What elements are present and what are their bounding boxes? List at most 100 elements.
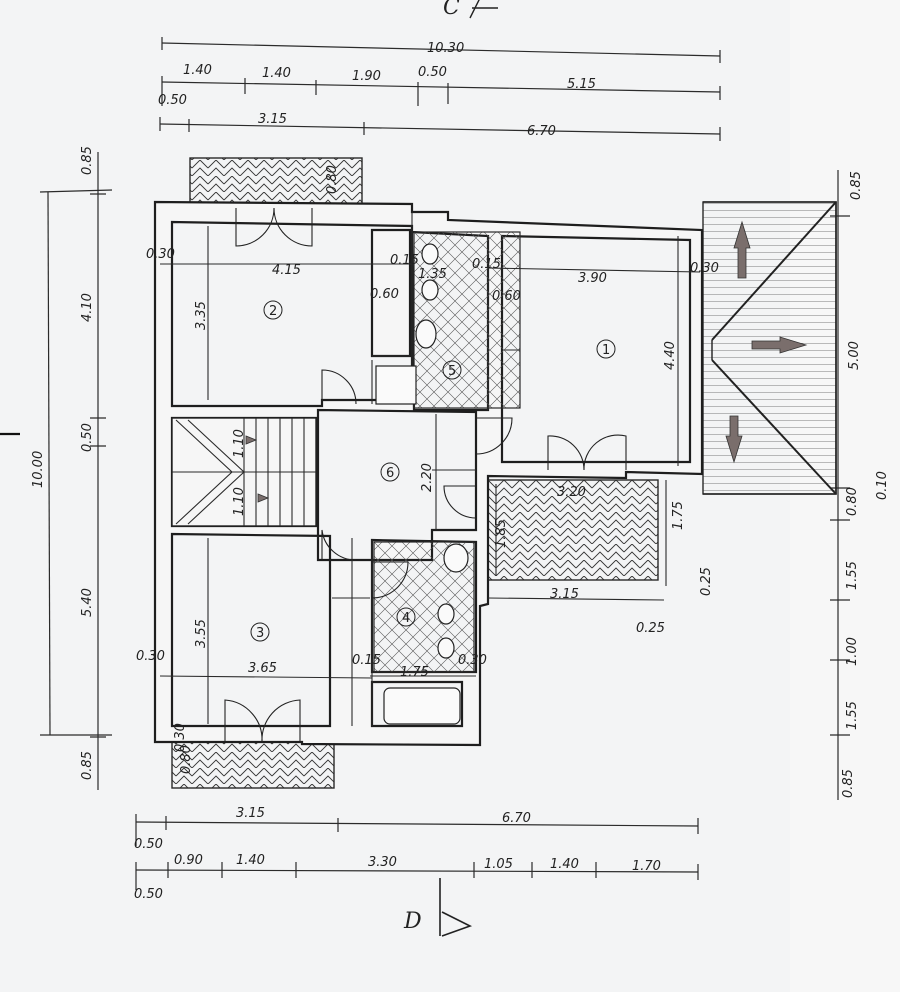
sink-4	[443, 543, 469, 573]
door-room-2	[235, 207, 313, 247]
dim-bottom-row2-2: 3.30	[368, 855, 397, 870]
dim-bottom-row1-0: 3.15	[236, 806, 265, 821]
dim-top-row2-4: 5.15	[567, 77, 596, 92]
dim-hall-width: 2.20	[420, 463, 435, 492]
top-dimension-lines: 10.30 1.40 1.40 1.90 0.50 5.15 0.50 3.15…	[158, 37, 721, 141]
door-room-3-hall	[321, 529, 357, 561]
dim-bath-5-niche-right: 0.60	[492, 289, 521, 304]
left-dimension-lines: 10.00 0.85 4.10 0.50 5.40 0.85	[0, 146, 113, 790]
svg-text:5: 5	[448, 364, 456, 379]
dim-right-part-4: 1.55	[845, 561, 860, 590]
paper-edge	[790, 0, 900, 992]
door-room-2-hall	[321, 369, 357, 405]
room-marker-2: 2	[263, 300, 283, 320]
bidet-5	[421, 279, 439, 301]
dim-right-part-0: 0.85	[849, 171, 864, 200]
room-markers: 1 2 3 4 5 6	[250, 300, 616, 642]
dim-balcony-right-outer: 3.15	[550, 587, 579, 602]
dim-left-part-1: 4.10	[80, 293, 95, 322]
dim-balcony-right-inner-height: 1.75	[671, 501, 686, 530]
dim-bottom-row2-1: 1.40	[236, 853, 265, 868]
section-label-d: D	[403, 909, 422, 934]
svg-text:4: 4	[402, 611, 410, 626]
balcony-top	[189, 157, 363, 209]
wc-5	[421, 243, 439, 265]
dim-right-part-1: 5.00	[847, 341, 862, 370]
door-bath-5	[475, 417, 513, 455]
dim-room-2-width: 4.15	[272, 263, 301, 278]
dim-top-row2-2: 1.90	[352, 69, 381, 84]
dim-top-row2-1: 1.40	[262, 66, 291, 81]
dim-room-3-height: 3.55	[194, 619, 209, 648]
dim-room-1-width: 3.90	[578, 271, 607, 286]
dim-balcony-right-side-offset: 0.25	[699, 567, 714, 596]
section-marker-c: C	[443, 0, 498, 20]
svg-text:3: 3	[256, 626, 264, 641]
dim-balcony-top-depth: 0.80	[325, 165, 340, 194]
dim-left-part-0: 0.85	[80, 146, 95, 175]
dim-bottom-row2-3: 1.05	[484, 857, 513, 872]
room-marker-1: 1	[596, 339, 616, 359]
shower-tray	[375, 365, 417, 405]
dim-top-row2-3: 0.50	[418, 65, 447, 80]
dim-balcony-right-height: 1.85	[494, 519, 509, 548]
dim-bottom-offset2: 0.50	[134, 887, 163, 902]
sink-5	[415, 319, 437, 349]
dim-room-1-wall: 0.30	[690, 261, 719, 276]
dim-balcony-right-offset: 0.25	[636, 621, 665, 636]
room-marker-3: 3	[250, 622, 270, 642]
svg-text:2: 2	[269, 304, 277, 319]
roof-arrow-right-icon	[751, 336, 808, 354]
dim-balcony-right-width: 3.20	[557, 485, 586, 500]
roof-arrow-down-icon	[725, 415, 743, 464]
dim-right-part-5: 1.00	[845, 637, 860, 666]
dim-room-3-wall: 0.30	[136, 649, 165, 664]
dim-left-part-4: 0.85	[80, 751, 95, 780]
balcony-bottom	[171, 737, 335, 789]
dim-left-part-2: 0.50	[80, 423, 95, 452]
dim-bath-5-wall-right: 0.15	[472, 257, 501, 272]
staircase: 1.10 1.10	[171, 417, 317, 527]
door-balcony	[443, 485, 477, 519]
door-room-3	[224, 699, 301, 743]
dim-right-part-7: 0.85	[841, 769, 856, 798]
roof-arrow-up-icon	[733, 220, 751, 279]
room-marker-5: 5	[442, 360, 462, 380]
dim-bath-5-width: 1.35	[418, 267, 447, 282]
dim-left-overall: 10.00	[31, 451, 46, 488]
door-bath-4	[371, 561, 409, 599]
dim-stair-lower: 1.10	[232, 487, 247, 516]
dim-balcony-bottom-depth: 0.80	[179, 745, 194, 774]
dim-right-part-3: 0.80	[845, 487, 860, 516]
svg-text:6: 6	[386, 466, 394, 481]
dim-bath-4-wall: 0.30	[458, 653, 487, 668]
doors	[224, 207, 627, 743]
dim-stair-upper: 1.10	[232, 429, 247, 458]
sanitary-fixtures	[375, 243, 469, 725]
paper-sheet	[0, 0, 790, 992]
dim-top-row2-0: 1.40	[183, 63, 212, 78]
dim-bottom-row1-1: 6.70	[502, 811, 531, 826]
dim-bottom-row2-5: 1.70	[632, 859, 661, 874]
stair-arrow-top-icon	[245, 435, 258, 445]
dim-bottom-offset1: 0.50	[134, 837, 163, 852]
section-label-c: C	[443, 0, 460, 20]
dim-balcony-bottom-wall: 0.30	[173, 723, 188, 752]
dim-left-part-3: 5.40	[80, 588, 95, 617]
right-dimension-lines: 0.85 5.00 0.10 0.80 1.55 1.00 1.55 0.85	[830, 170, 890, 800]
stair-arrow-icon	[257, 493, 270, 503]
bathtub	[383, 687, 461, 725]
dim-bath-5-niche-left: 0.60	[370, 287, 399, 302]
wc-4	[437, 603, 455, 625]
dim-bath-5-wall-left: 0.15	[390, 253, 419, 268]
dim-room-2-height: 3.35	[194, 301, 209, 330]
dim-room-1-height: 4.40	[663, 341, 678, 370]
dim-top-row3-1: 6.70	[527, 124, 556, 139]
dim-top-offset: 0.50	[158, 93, 187, 108]
inner-dimension-lines: 4.15 0.30 3.35 3.90 0.30 4.40 1.35 0.15 …	[136, 165, 719, 774]
dim-bath-4-width: 1.75	[400, 665, 429, 680]
room-marker-4: 4	[396, 607, 416, 627]
dim-top-row3-0: 3.15	[258, 112, 287, 127]
roof-area	[702, 201, 837, 495]
